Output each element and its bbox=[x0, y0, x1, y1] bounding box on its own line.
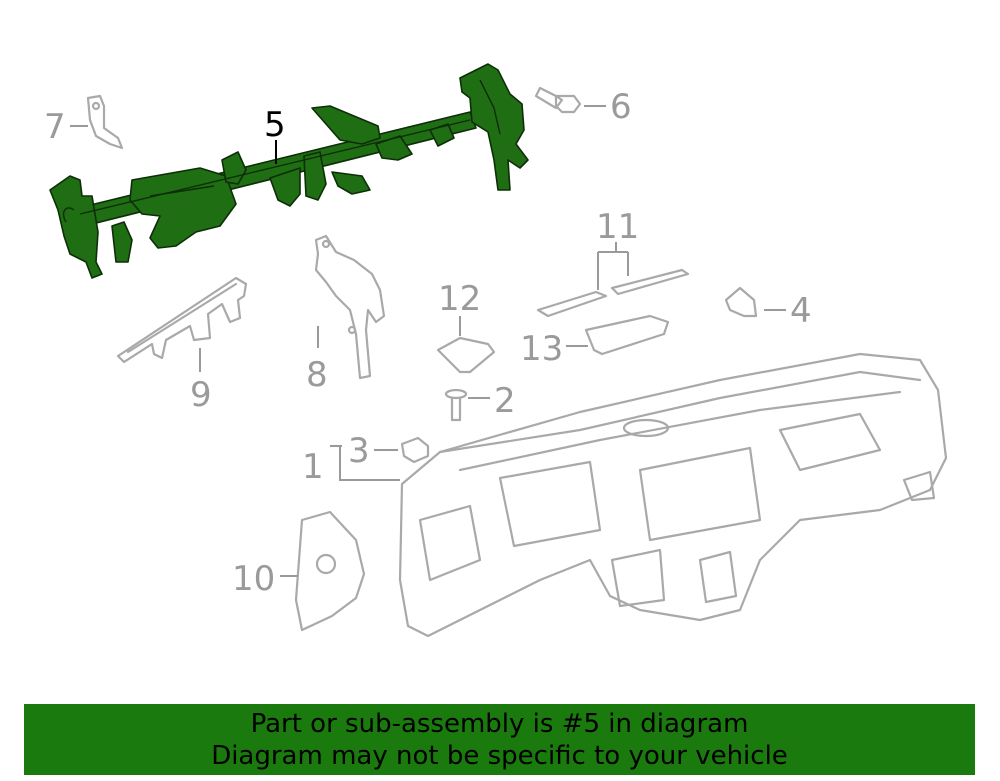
part-13-panel[interactable] bbox=[584, 314, 670, 356]
part-5-reinforcement-beam[interactable] bbox=[49, 63, 529, 279]
callout-10: 10 bbox=[232, 559, 275, 599]
part-10-side-cover[interactable] bbox=[294, 510, 366, 632]
callout-13: 13 bbox=[520, 329, 563, 369]
part-6-bolt[interactable] bbox=[534, 86, 582, 114]
part-3-clip[interactable] bbox=[400, 436, 430, 464]
part-12-cover[interactable] bbox=[436, 336, 496, 374]
part-7-bracket[interactable] bbox=[86, 94, 124, 150]
part-1-instrument-panel[interactable] bbox=[398, 352, 948, 638]
callout-6: 6 bbox=[610, 87, 632, 127]
callout-4: 4 bbox=[790, 291, 812, 331]
leader-lines bbox=[70, 105, 786, 577]
callout-5: 5 bbox=[264, 105, 286, 145]
callout-2: 2 bbox=[494, 381, 516, 421]
callout-12: 12 bbox=[438, 279, 481, 319]
info-banner: Part or sub-assembly is #5 in diagram Di… bbox=[24, 704, 975, 775]
part-8-brace[interactable] bbox=[314, 234, 386, 380]
callout-7: 7 bbox=[44, 107, 66, 147]
callout-3: 3 bbox=[348, 431, 370, 471]
banner-line-1: Part or sub-assembly is #5 in diagram bbox=[250, 709, 749, 739]
part-11-vent-trims[interactable] bbox=[536, 268, 690, 318]
callout-9: 9 bbox=[190, 375, 212, 415]
callout-11: 11 bbox=[596, 207, 639, 247]
callout-1: 1 bbox=[302, 447, 324, 487]
part-9-support-brace[interactable] bbox=[116, 276, 248, 364]
banner-line-2: Diagram may not be specific to your vehi… bbox=[211, 741, 788, 771]
part-2-clip[interactable] bbox=[444, 388, 468, 422]
part-4-corner-cap[interactable] bbox=[724, 286, 758, 318]
callout-8: 8 bbox=[306, 355, 328, 395]
parts-diagram: 1 2 3 4 5 6 7 8 9 10 11 12 13 bbox=[44, 63, 948, 638]
